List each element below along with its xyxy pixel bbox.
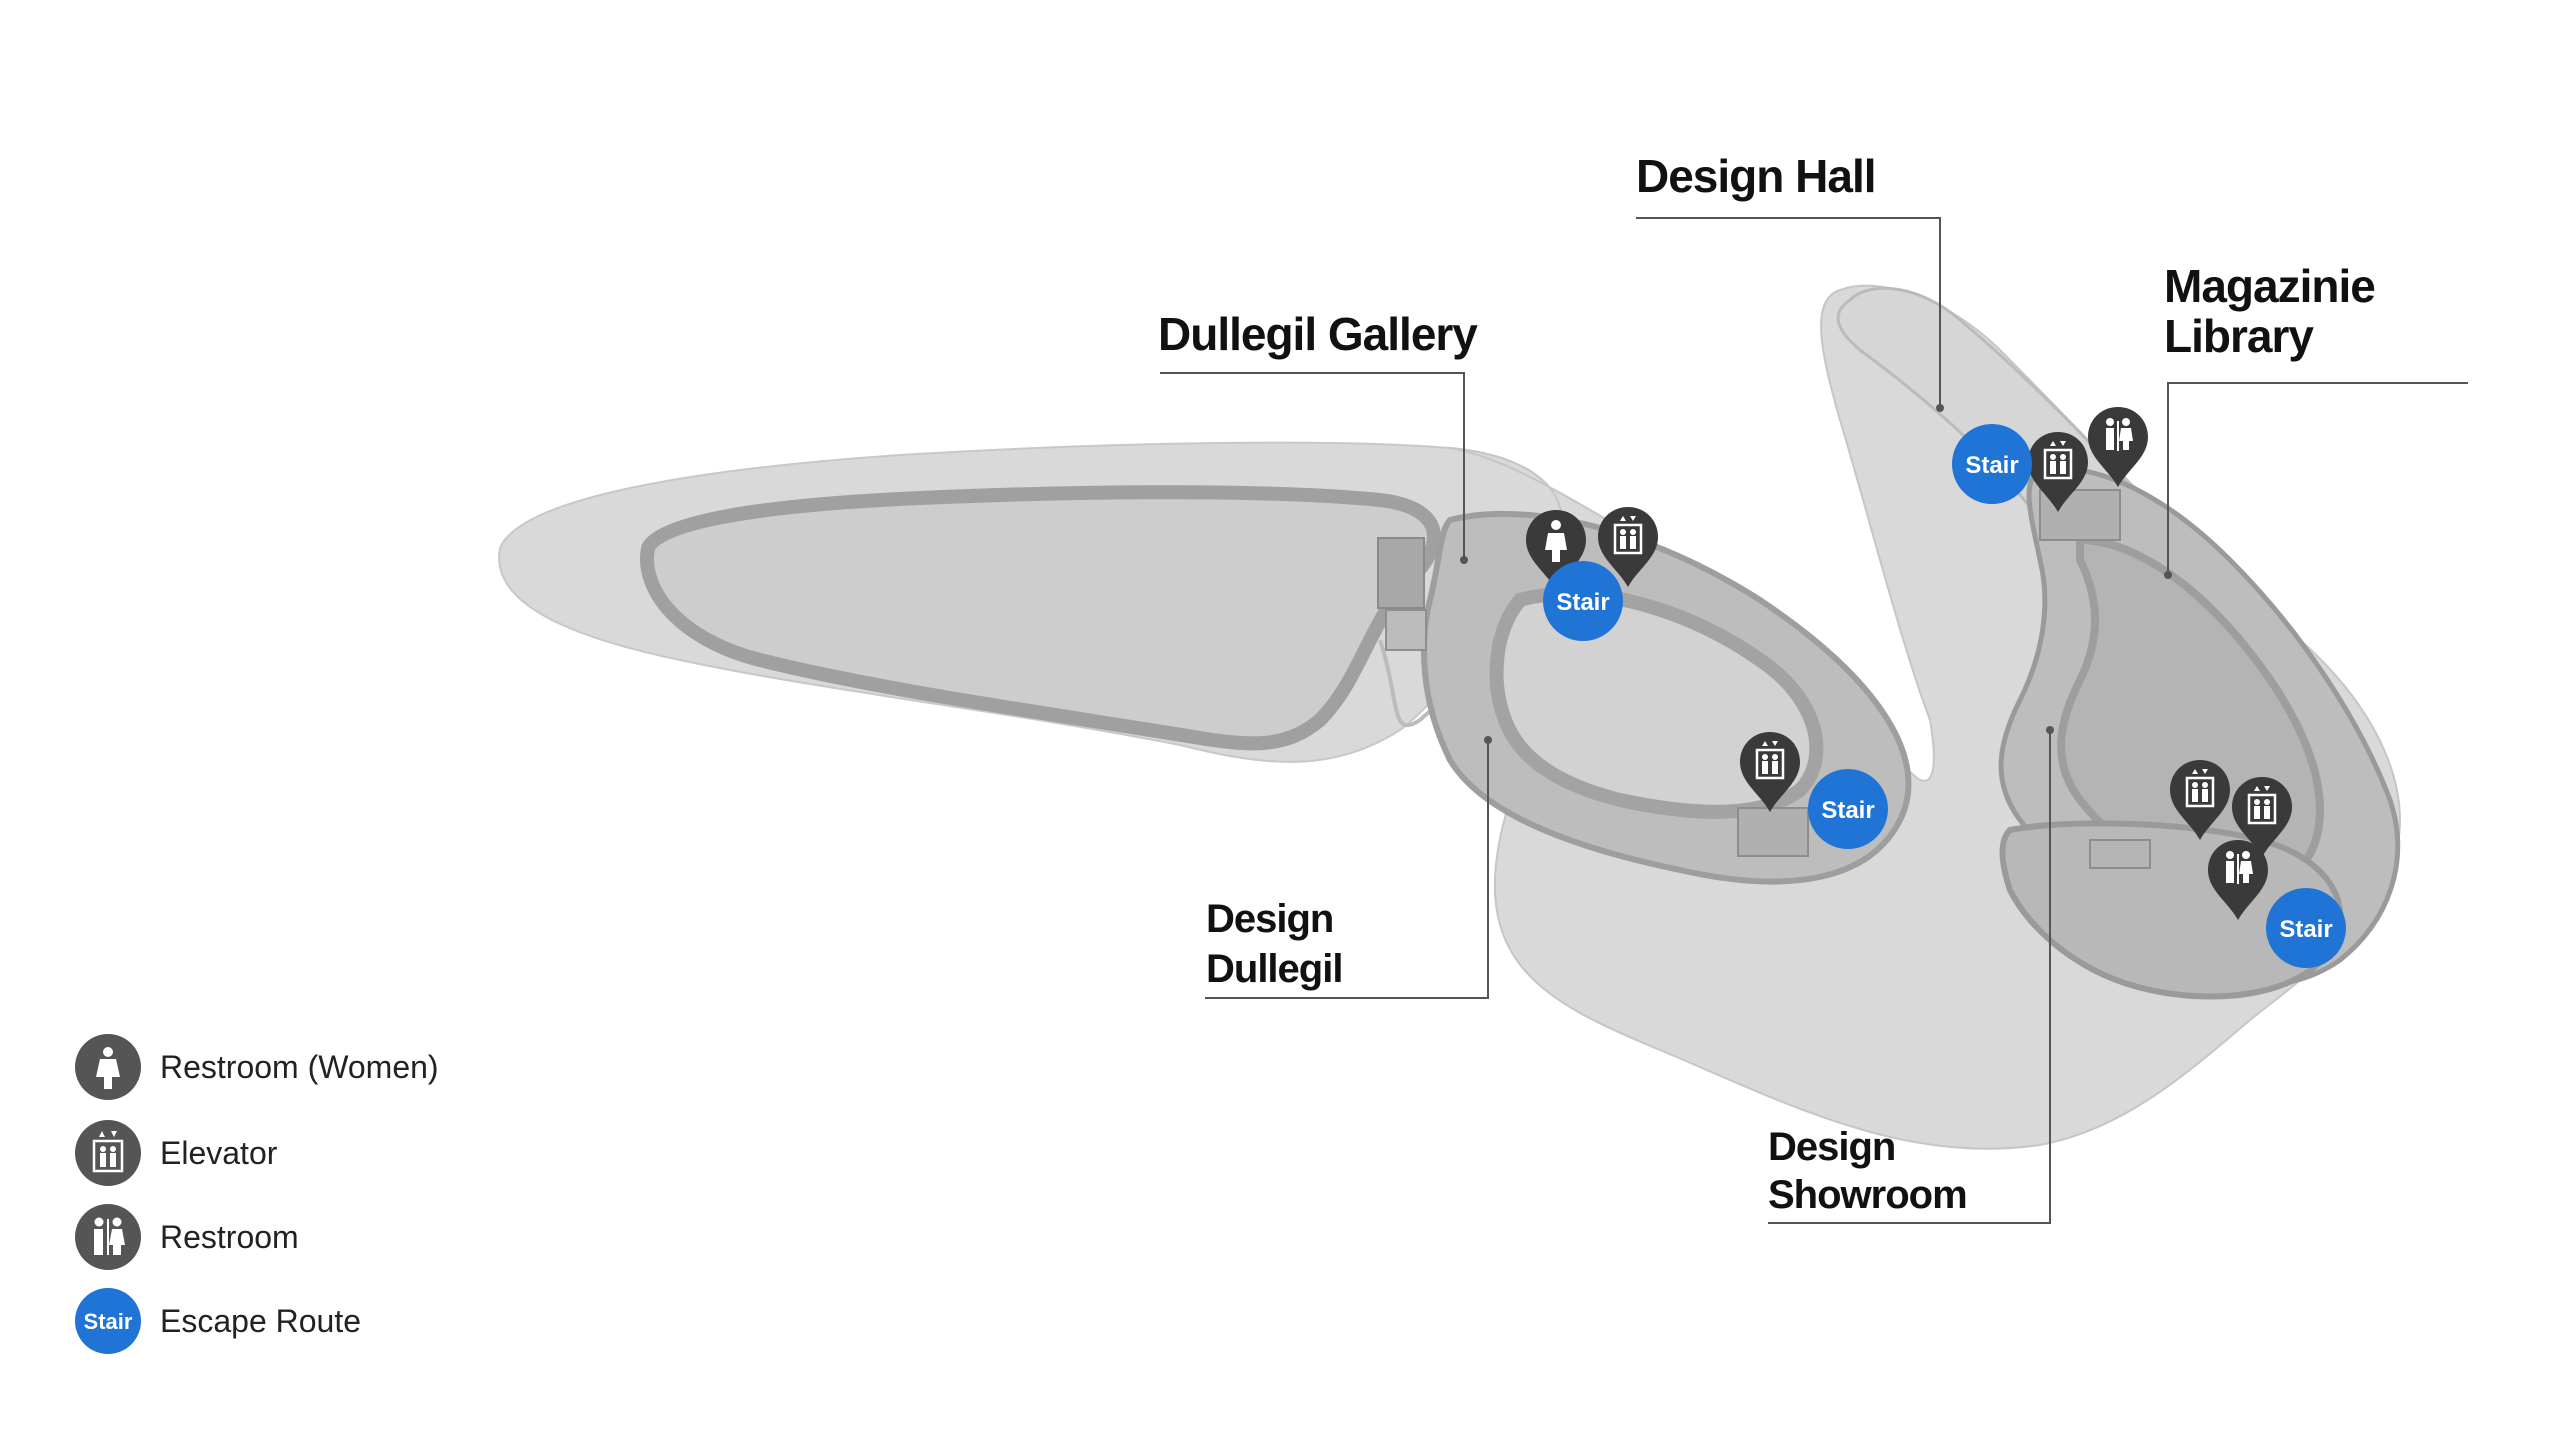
leader-magazine-library xyxy=(2167,382,2468,575)
pin-restroom-library[interactable] xyxy=(2088,407,2148,487)
elevator-icon xyxy=(1613,516,1643,555)
legend-stair-badge: Stair xyxy=(84,1309,133,1334)
label-dullegil-gallery: Dullegil Gallery xyxy=(1158,308,1478,360)
legend-item-restroom-women: Restroom (Women) xyxy=(75,1034,439,1100)
pin-elevator-dullegil[interactable] xyxy=(1740,732,1800,812)
leader-end-hall xyxy=(1936,404,1944,412)
elevator-icon xyxy=(92,1131,124,1173)
legend-label: Restroom xyxy=(160,1219,299,1255)
leader-end-dullegil xyxy=(1484,736,1492,744)
escape-route-icon xyxy=(2266,888,2346,968)
gallery-stair-block xyxy=(1377,537,1425,609)
leader-design-hall xyxy=(1636,217,1941,408)
pin-elevator-gallery[interactable] xyxy=(1598,507,1658,587)
escape-route-icon xyxy=(1952,424,2032,504)
escape-route-icon xyxy=(1543,561,1623,641)
stair-label: Stair xyxy=(1965,452,2018,479)
label-magazine-library-2: Library xyxy=(2164,310,2314,362)
leader-end-showroom xyxy=(2046,726,2054,734)
legend-item-escape-route: Stair Escape Route xyxy=(75,1288,361,1354)
escape-route-icon xyxy=(75,1288,141,1354)
pin-elevator-library[interactable] xyxy=(2028,432,2088,512)
legend-label: Escape Route xyxy=(160,1303,361,1339)
leader-dullegil-gallery xyxy=(1160,372,1465,560)
leader-lines xyxy=(1160,217,2468,1224)
label-design-hall: Design Hall xyxy=(1636,150,1876,202)
elevator-icon xyxy=(1755,741,1785,780)
elevator-icon xyxy=(2043,441,2073,480)
leader-design-showroom xyxy=(1768,730,2051,1224)
pin-restroom-showroom[interactable] xyxy=(2208,840,2268,920)
leader-design-dullegil xyxy=(1205,740,1489,999)
stair-markers: Stair Stair Stair Stair xyxy=(1543,424,2346,968)
stair-label: Stair xyxy=(1556,589,1609,616)
restroom-women-icon xyxy=(1545,520,1567,562)
label-design-dullegil-2: Dullegil xyxy=(1206,947,1342,991)
legend-label: Elevator xyxy=(160,1135,278,1171)
area-labels: Design Hall Dullegil Gallery Magazinie L… xyxy=(1158,150,2376,1217)
stair-marker-showroom[interactable]: Stair xyxy=(2266,888,2346,968)
pin-restroom-women-gallery[interactable] xyxy=(1526,510,1586,590)
restroom-icon xyxy=(2226,851,2253,884)
label-design-dullegil-1: Design xyxy=(1206,897,1333,941)
legend-item-elevator: Elevator xyxy=(75,1120,278,1186)
stair-label: Stair xyxy=(1821,797,1874,824)
leader-end-library xyxy=(2164,571,2172,579)
escape-route-icon xyxy=(1808,769,1888,849)
label-magazine-library-1: Magazinie xyxy=(2164,260,2375,312)
restroom-women-icon xyxy=(96,1047,120,1089)
label-design-showroom-1: Design xyxy=(1768,1125,1895,1169)
elevator-icon xyxy=(2247,786,2277,825)
legend-item-restroom: Restroom xyxy=(75,1204,299,1270)
gallery-stair-steps xyxy=(1385,609,1427,651)
leader-end-gallery xyxy=(1460,556,1468,564)
stair-marker-dullegil[interactable]: Stair xyxy=(1808,769,1888,849)
stair-label: Stair xyxy=(2279,916,2332,943)
gallery-inner-floor xyxy=(640,485,1441,751)
stair-marker-library[interactable]: Stair xyxy=(1952,424,2032,504)
pin-elevator-showroom-1[interactable] xyxy=(2170,760,2230,840)
label-design-showroom-2: Showroom xyxy=(1768,1173,1967,1217)
restroom-icon xyxy=(2106,418,2133,451)
stair-marker-gallery[interactable]: Stair xyxy=(1543,561,1623,641)
legend-label: Restroom (Women) xyxy=(160,1049,439,1085)
elevator-icon xyxy=(2185,769,2215,808)
showroom-core-block xyxy=(2089,839,2151,869)
pin-elevator-showroom-2[interactable] xyxy=(2232,777,2292,857)
legend: Restroom (Women) Elevator R xyxy=(75,1034,439,1354)
facility-pins xyxy=(1526,407,2292,920)
restroom-icon xyxy=(94,1217,125,1255)
dullegil-core-block xyxy=(1737,807,1809,857)
